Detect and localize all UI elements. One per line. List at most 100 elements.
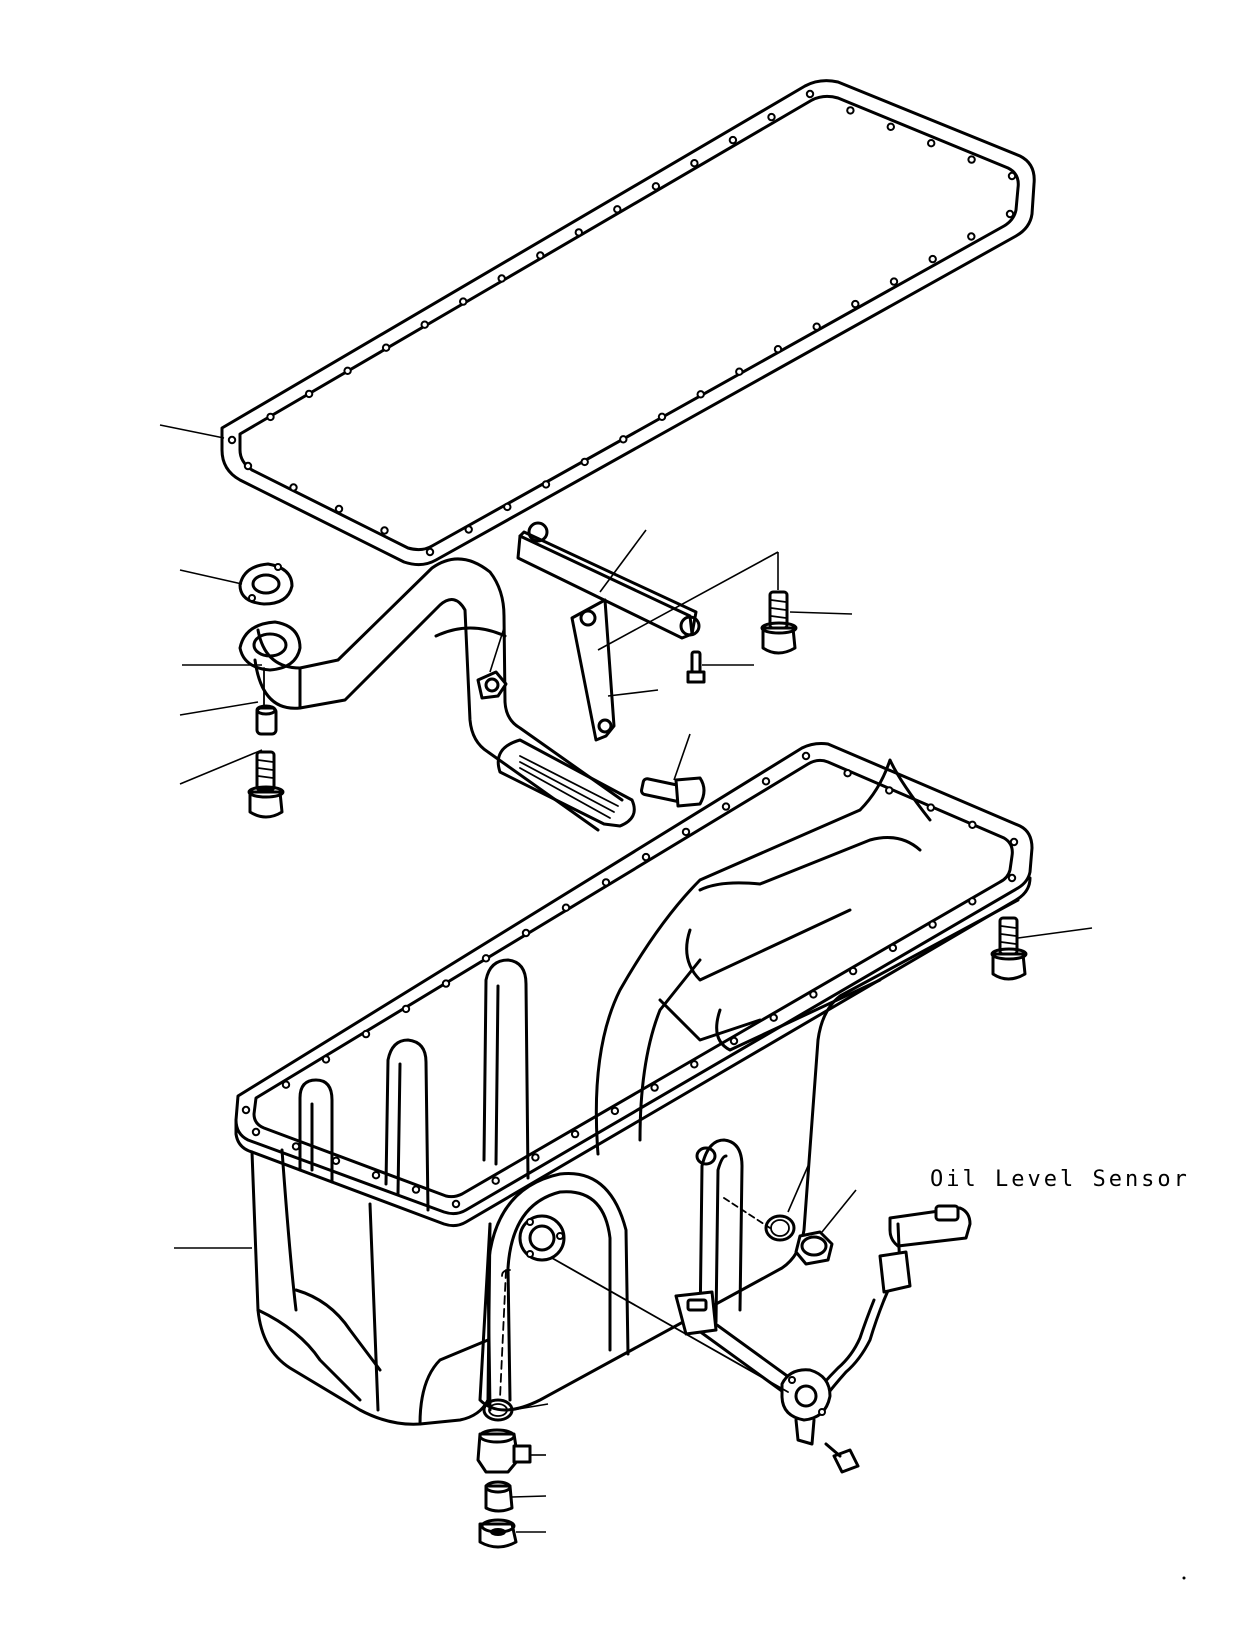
pipe-mounting-bolt: [247, 750, 285, 819]
bracket-small-screw: [686, 650, 706, 684]
bolt-hole: [580, 457, 589, 467]
bolt-hole: [1007, 171, 1017, 181]
bolt-hole: [846, 106, 855, 115]
pan-side-bolt: [990, 916, 1028, 981]
bolt-hole: [281, 1080, 291, 1089]
pipe-flange-gasket: [238, 562, 294, 606]
spacer-bushing: [255, 704, 278, 736]
bolt-hole: [561, 903, 571, 912]
bolt-hole: [690, 1060, 699, 1069]
bolt-hole: [266, 412, 275, 422]
bolt-hole: [401, 1004, 411, 1014]
bolt-hole: [657, 412, 667, 421]
bolt-hole: [967, 155, 976, 164]
stray-dot: [1182, 1576, 1186, 1580]
bolt-hole: [574, 228, 583, 237]
bolt-hole: [331, 1156, 341, 1166]
leader-lines: [159, 424, 1093, 1533]
bolt-hole: [967, 232, 976, 241]
bolt-hole: [459, 297, 468, 306]
bolt-hole: [886, 122, 895, 132]
bolt-hole: [773, 345, 783, 354]
drain-nut: [478, 1518, 518, 1549]
bolt-hole: [805, 89, 815, 99]
bolt-hole: [696, 390, 705, 399]
bolt-hole: [681, 827, 691, 837]
bolt-hole: [619, 435, 628, 444]
bolt-hole: [968, 820, 977, 829]
bolt-hole: [541, 480, 551, 489]
bolt-hole: [321, 1055, 331, 1064]
bolt-hole: [570, 1129, 580, 1139]
bolt-hole: [304, 389, 314, 399]
bolt-hole: [380, 526, 389, 535]
bolt-hole: [610, 1106, 620, 1116]
oil-level-sensor: [674, 1204, 972, 1474]
bolt-hole: [536, 251, 545, 260]
oil-pan-body: [234, 742, 1034, 1426]
bolt-hole: [613, 205, 622, 214]
bolt-hole: [1007, 873, 1017, 883]
bolt-hole: [343, 366, 352, 375]
bolt-hole: [381, 343, 391, 352]
bolt-hole: [767, 112, 776, 122]
bolt-hole: [735, 367, 744, 376]
bolt-hole: [531, 1153, 540, 1162]
drain-adapter: [484, 1480, 514, 1513]
drain-valve-body: [476, 1428, 532, 1474]
bolt-hole: [243, 461, 253, 471]
bolt-hole: [481, 954, 491, 963]
bolt-hole: [690, 159, 699, 168]
bolt-hole: [885, 786, 894, 795]
side-drain-plug: [794, 1230, 834, 1266]
bracket-top-bolt: [760, 590, 798, 655]
bolt-hole: [241, 1105, 251, 1115]
bolt-hole: [601, 878, 611, 887]
bolt-hole: [1009, 837, 1019, 847]
bolt-hole: [420, 320, 429, 329]
bolt-hole: [926, 803, 935, 812]
bolt-hole: [227, 435, 237, 445]
bolt-hole: [888, 943, 898, 953]
oil-level-sensor-label: Oil Level Sensor: [930, 1167, 1190, 1192]
bolt-hole: [1005, 209, 1015, 219]
bolt-hole: [721, 802, 731, 811]
bolt-hole: [441, 979, 451, 988]
bolt-hole: [809, 990, 818, 999]
bolt-hole: [651, 182, 661, 191]
bolt-hole: [521, 928, 531, 938]
bolt-hole: [848, 966, 858, 976]
bolt-hole: [968, 897, 977, 906]
bolt-hole: [491, 1176, 500, 1185]
bolt-hole: [650, 1083, 659, 1092]
bolt-hole: [641, 852, 651, 862]
side-plug-oring: [764, 1214, 796, 1242]
bolt-hole: [729, 1036, 739, 1046]
bolt-hole: [728, 135, 738, 145]
bolt-hole: [291, 1142, 301, 1151]
bolt-hole: [761, 777, 771, 786]
bolt-hole: [812, 322, 821, 331]
bolt-hole: [927, 139, 936, 148]
bolt-hole: [289, 483, 298, 492]
bolt-hole: [334, 504, 344, 514]
bolt-hole: [464, 525, 473, 534]
bolt-hole: [503, 502, 512, 512]
bolt-hole: [889, 277, 899, 286]
bolt-hole: [769, 1013, 778, 1022]
bracket-pipe-bolt: [640, 776, 706, 808]
bolt-hole: [928, 920, 937, 929]
bolt-hole: [851, 299, 860, 309]
bolt-hole: [425, 547, 435, 557]
bolt-hole: [843, 769, 852, 778]
bracket-nut: [476, 670, 508, 700]
bolt-hole: [251, 1127, 261, 1137]
bolt-hole: [801, 751, 811, 761]
pipe-support-bracket: [516, 521, 701, 742]
bolt-hole: [411, 1185, 421, 1194]
bolt-hole: [497, 274, 506, 283]
oil-suction-pipe: [238, 557, 636, 832]
bolt-hole: [928, 254, 937, 264]
bolt-hole: [451, 1199, 461, 1209]
